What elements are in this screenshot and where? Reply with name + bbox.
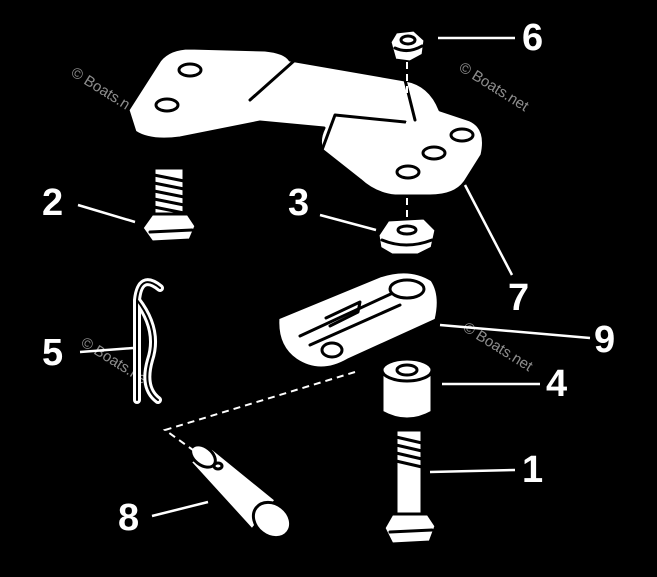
callout-3: 3 (288, 182, 309, 224)
callout-7: 7 (508, 277, 529, 319)
callout-9: 9 (594, 319, 615, 361)
callout-8: 8 (118, 497, 139, 539)
leader-9 (439, 323, 591, 340)
part-9-clevis (276, 270, 440, 370)
part-1-bolt (382, 428, 438, 546)
part-2-bolt (140, 166, 198, 244)
callout-1: 1 (522, 449, 543, 491)
assembly-path-line (162, 371, 356, 456)
leader-5 (79, 346, 134, 354)
leader-2 (77, 203, 136, 224)
leader-7 (463, 184, 514, 276)
part-7-bracket (126, 46, 485, 198)
callout-2: 2 (42, 182, 63, 224)
callout-6: 6 (522, 17, 543, 59)
part-8-clevis-pin (188, 443, 293, 540)
watermark-4: © Boats.net (78, 334, 154, 391)
watermark-2: © Boats.net (456, 59, 532, 116)
callout-4: 4 (546, 363, 567, 405)
callout-5: 5 (42, 332, 63, 374)
part-3-nut (376, 216, 438, 257)
leader-1 (429, 468, 516, 474)
part-4-bushing (380, 357, 434, 421)
leader-8 (151, 500, 209, 518)
part-6-nut (388, 28, 427, 64)
leader-3 (319, 213, 377, 232)
part-5-cotter-pin (133, 278, 164, 404)
